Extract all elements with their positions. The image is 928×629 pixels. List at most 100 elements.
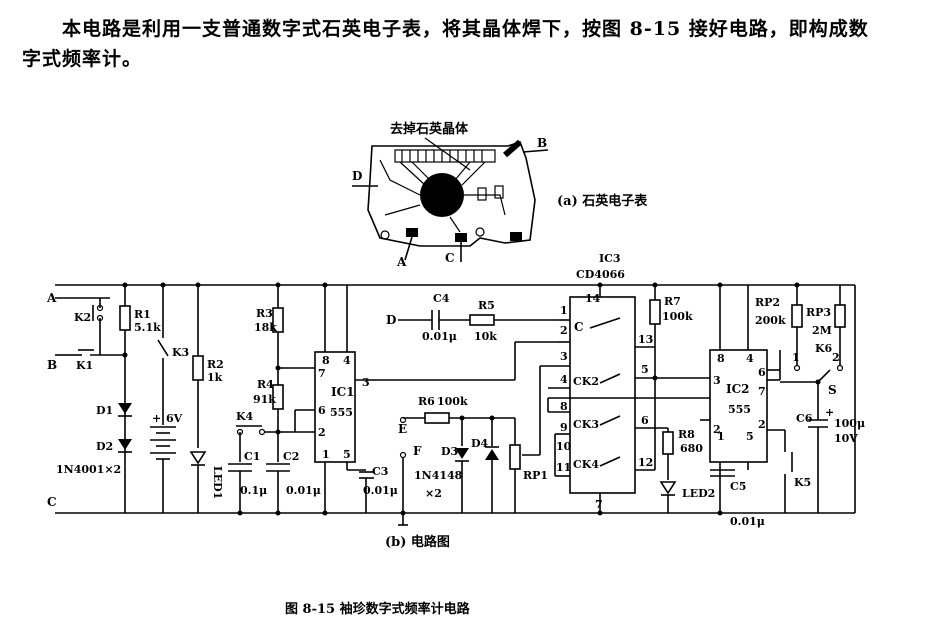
k3-label: K3 bbox=[172, 346, 189, 359]
ic3-pin12: 12 bbox=[638, 456, 653, 469]
watch-diagram: 去掉石英晶体 D B A C bbox=[352, 121, 648, 269]
battery bbox=[150, 426, 176, 460]
rp1-pot[interactable] bbox=[509, 444, 521, 470]
k6-contact-2 bbox=[836, 364, 844, 372]
watch-pin-a-label: A bbox=[396, 255, 407, 269]
ic2-pin5: 5 bbox=[746, 430, 754, 443]
watch-pin-b-label: B bbox=[537, 136, 547, 150]
d3-label: D3 bbox=[441, 445, 458, 458]
r2-value: 1k bbox=[207, 371, 223, 384]
node-d-label: D bbox=[386, 313, 396, 327]
k6-pos2: 2 bbox=[832, 351, 840, 364]
ic2-type: 555 bbox=[728, 403, 751, 416]
d12-note: 1N4001×2 bbox=[56, 463, 121, 476]
ic3-pin6: 6 bbox=[641, 414, 649, 427]
r1-value: 5.1k bbox=[134, 321, 161, 334]
rail-b-label: B bbox=[47, 358, 57, 372]
r5-value: 10k bbox=[474, 330, 497, 343]
ic2-pin2: 2 bbox=[713, 423, 721, 436]
rp3-pot[interactable] bbox=[834, 304, 846, 328]
ic2-pin1: 1 bbox=[717, 430, 725, 443]
ic3-pin11: 11 bbox=[556, 461, 571, 474]
ic3-type: CD4066 bbox=[576, 268, 625, 281]
d2-label: D2 bbox=[96, 440, 113, 453]
ic1-pin6: 6 bbox=[318, 404, 326, 417]
ic1-pin8: 8 bbox=[322, 354, 330, 367]
watch-traces bbox=[379, 159, 506, 233]
circuit-caption: (b) 电路图 bbox=[385, 534, 450, 550]
r8-resistor bbox=[662, 431, 674, 455]
ck4-label: CK4 bbox=[573, 458, 599, 471]
c1-label: C1 bbox=[244, 450, 260, 463]
k6-label: K6 bbox=[815, 342, 833, 355]
watch-pad-c bbox=[455, 233, 467, 242]
ic1-label: IC1 bbox=[331, 385, 355, 399]
rp2-label: RP2 bbox=[755, 296, 780, 309]
ck2-label: CK2 bbox=[573, 375, 599, 388]
switch-c-label: C bbox=[574, 320, 584, 334]
ic1-pin1: 1 bbox=[322, 448, 330, 461]
watch-pin-a-lead bbox=[404, 236, 413, 261]
watch-display-segments bbox=[401, 150, 483, 162]
watch-chip-blob bbox=[420, 173, 464, 217]
c6-value: 100μ bbox=[834, 417, 865, 430]
watch-display-pads bbox=[394, 149, 496, 163]
watch-pin-c-label: C bbox=[445, 251, 455, 265]
node-f-terminal[interactable] bbox=[399, 451, 407, 459]
ic2-chip bbox=[709, 349, 768, 463]
k6-switch[interactable] bbox=[817, 369, 831, 383]
k2-contact-bottom bbox=[96, 314, 104, 322]
ic3-pin4: 4 bbox=[560, 373, 568, 386]
watch-pad-b bbox=[503, 139, 522, 158]
ic1-pin2: 2 bbox=[318, 426, 326, 439]
r8-label: R8 bbox=[678, 428, 695, 441]
rp2-pot[interactable] bbox=[791, 304, 803, 328]
ck2-blade bbox=[599, 373, 621, 384]
figure-caption: 图 8-15 袖珍数字式频率计电路 bbox=[285, 601, 471, 617]
c5-label: C5 bbox=[730, 480, 746, 493]
circuit-diagram: A B C K2 K1 R1 5.1k D1 D2 1N4001×2 K bbox=[46, 252, 865, 550]
node-e-label: E bbox=[398, 422, 407, 436]
r1-resistor bbox=[119, 305, 131, 331]
ic3-pin13: 13 bbox=[638, 333, 653, 346]
ic1-pin5: 5 bbox=[343, 448, 351, 461]
ic3-pin8: 8 bbox=[560, 400, 568, 413]
r3-label: R3 bbox=[256, 307, 273, 320]
ic1-type: 555 bbox=[330, 406, 353, 419]
c2-label: C2 bbox=[283, 450, 299, 463]
r5-label: R5 bbox=[478, 299, 495, 312]
led2-diode bbox=[659, 481, 677, 495]
ic3-chip bbox=[569, 296, 636, 494]
watch-hole-1 bbox=[380, 230, 390, 240]
r4-label: R4 bbox=[257, 378, 274, 391]
c6-voltage: 10V bbox=[834, 432, 858, 445]
ic3-pin9: 9 bbox=[560, 421, 568, 434]
led2-label: LED2 bbox=[682, 487, 715, 500]
node-e-terminal[interactable] bbox=[399, 416, 407, 424]
led1-label: LED1 bbox=[211, 466, 224, 499]
r7-resistor bbox=[649, 299, 661, 325]
k4-contact-right bbox=[258, 428, 266, 436]
intro-paragraph: 本电路是利用一支普通数字式石英电子表，将其晶体焊下，按图 8-15 接好电路，即… bbox=[22, 14, 902, 74]
c6-plus: + bbox=[825, 406, 834, 419]
k3-switch[interactable] bbox=[157, 339, 169, 357]
ic2-pin3: 3 bbox=[713, 374, 721, 387]
ic1-chip bbox=[314, 351, 356, 463]
ck3-blade bbox=[599, 415, 621, 426]
battery-voltage: 6V bbox=[166, 412, 183, 425]
c5-value: 0.01μ bbox=[730, 515, 765, 528]
ic2-pin7: 7 bbox=[758, 385, 766, 398]
ic3-pin3: 3 bbox=[560, 350, 568, 363]
ic2-label: IC2 bbox=[726, 382, 750, 396]
r3-value: 18k bbox=[254, 321, 277, 334]
c3-label: C3 bbox=[372, 465, 388, 478]
crystal-pointer-line bbox=[424, 137, 471, 171]
c4-label: C4 bbox=[433, 292, 450, 305]
d34-note: 1N4148 bbox=[414, 469, 463, 482]
ic3-pin7: 7 bbox=[595, 498, 603, 511]
r6-label: R6 bbox=[418, 395, 435, 408]
d1-label: D1 bbox=[96, 404, 113, 417]
ic3-pin14: 14 bbox=[585, 292, 601, 305]
ic3-pin5: 5 bbox=[641, 363, 649, 376]
ic1-pin3: 3 bbox=[362, 376, 370, 389]
